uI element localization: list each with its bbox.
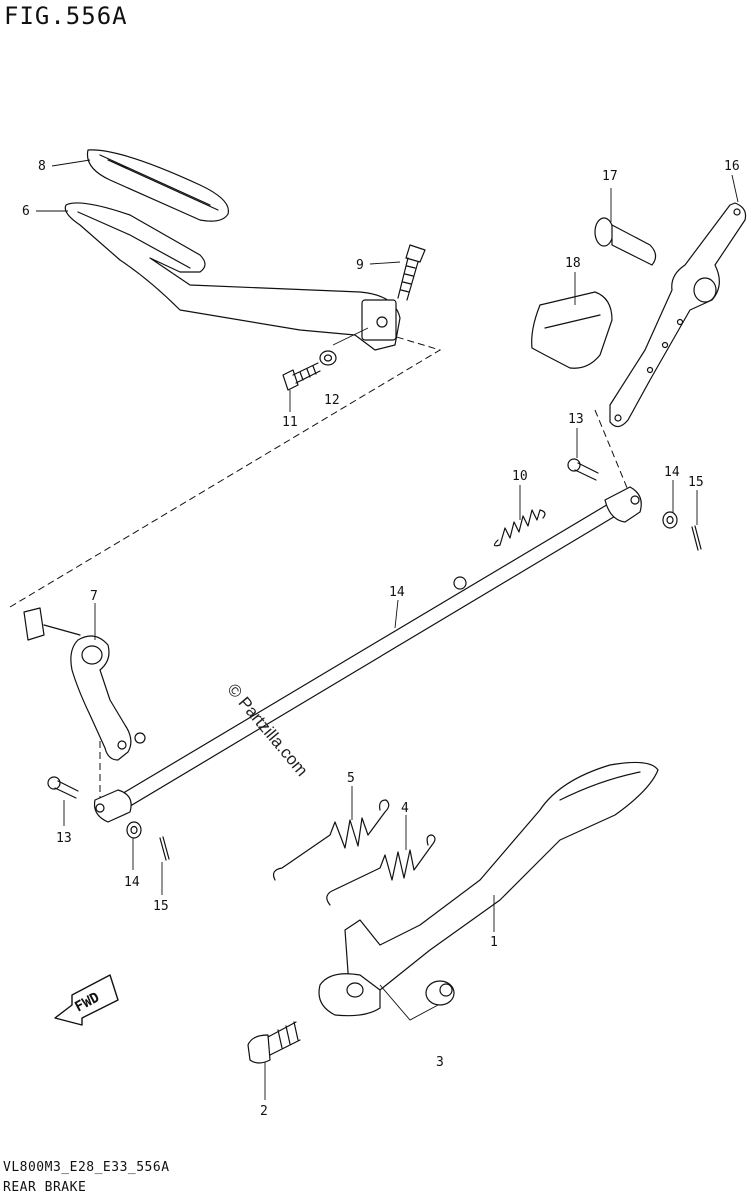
callout-16: 14 [389, 585, 405, 600]
callout-8: 8 [38, 159, 46, 174]
assembly-line-arm [594, 409, 631, 496]
callout-15-upper: 15 [688, 475, 704, 490]
callout-6: 6 [22, 204, 30, 219]
part-6-brake-pedal[interactable] [64, 202, 401, 351]
part-12-washer[interactable] [319, 350, 337, 366]
leader-lines [36, 159, 739, 1100]
callout-9: 9 [356, 258, 364, 273]
part-2-pivot-bolt[interactable] [247, 1021, 301, 1064]
footer-model-code: VL800M3_E28_E33_556A [3, 1160, 170, 1175]
callouts: 8 6 9 11 12 7 14 10 13 13 14 14 15 15 16… [22, 159, 740, 1119]
callout-14-lower: 14 [124, 875, 140, 890]
callout-7: 7 [90, 589, 98, 604]
part-15-cotter-pin-lower[interactable] [159, 836, 170, 861]
part-8-pedal-rubber[interactable] [86, 149, 230, 222]
callout-11: 11 [282, 415, 298, 430]
part-13-pin-upper[interactable] [567, 458, 599, 481]
part-10-spring[interactable] [493, 509, 546, 547]
callout-5: 5 [347, 771, 355, 786]
part-1-brake-pedal-lever[interactable] [318, 761, 659, 1017]
part-18-collar-bolt[interactable] [594, 217, 657, 266]
part-19-cover[interactable] [531, 291, 613, 369]
callout-17: 16 [724, 159, 740, 174]
callout-15-lower: 15 [153, 899, 169, 914]
callout-1: 1 [490, 935, 498, 950]
part-3-bushing[interactable] [425, 980, 455, 1006]
part-16-brake-rod[interactable] [93, 486, 642, 823]
fwd-arrow-icon: FWD [54, 974, 119, 1026]
part-4-spring[interactable] [326, 834, 436, 906]
part-13-pin-lower[interactable] [47, 776, 79, 799]
part-11-bolt[interactable] [282, 362, 321, 391]
footer-section-name: REAR BRAKE [3, 1180, 87, 1195]
figure-title: FIG.556A [4, 2, 128, 30]
part-15-cotter-pin-upper[interactable] [691, 525, 702, 551]
part-17-brake-arm[interactable] [609, 202, 747, 428]
callout-13-upper: 13 [568, 412, 584, 427]
callout-2: 2 [260, 1104, 268, 1119]
callout-19: 18 [565, 256, 581, 271]
part-5-spring[interactable] [272, 799, 390, 881]
assembly-line-pedal [9, 334, 442, 608]
callout-10: 10 [512, 469, 528, 484]
callout-12: 12 [324, 393, 340, 408]
callout-4: 4 [401, 801, 409, 816]
callout-3: 3 [436, 1055, 444, 1070]
callout-13-lower: 13 [56, 831, 72, 846]
callout-18: 17 [602, 169, 618, 184]
callout-14-upper: 14 [664, 465, 680, 480]
part-7-brake-lever[interactable] [23, 607, 146, 761]
part-14-washer-upper[interactable] [662, 511, 678, 529]
part-14-washer-lower[interactable] [126, 821, 142, 839]
part-9-bolt[interactable] [397, 244, 426, 301]
